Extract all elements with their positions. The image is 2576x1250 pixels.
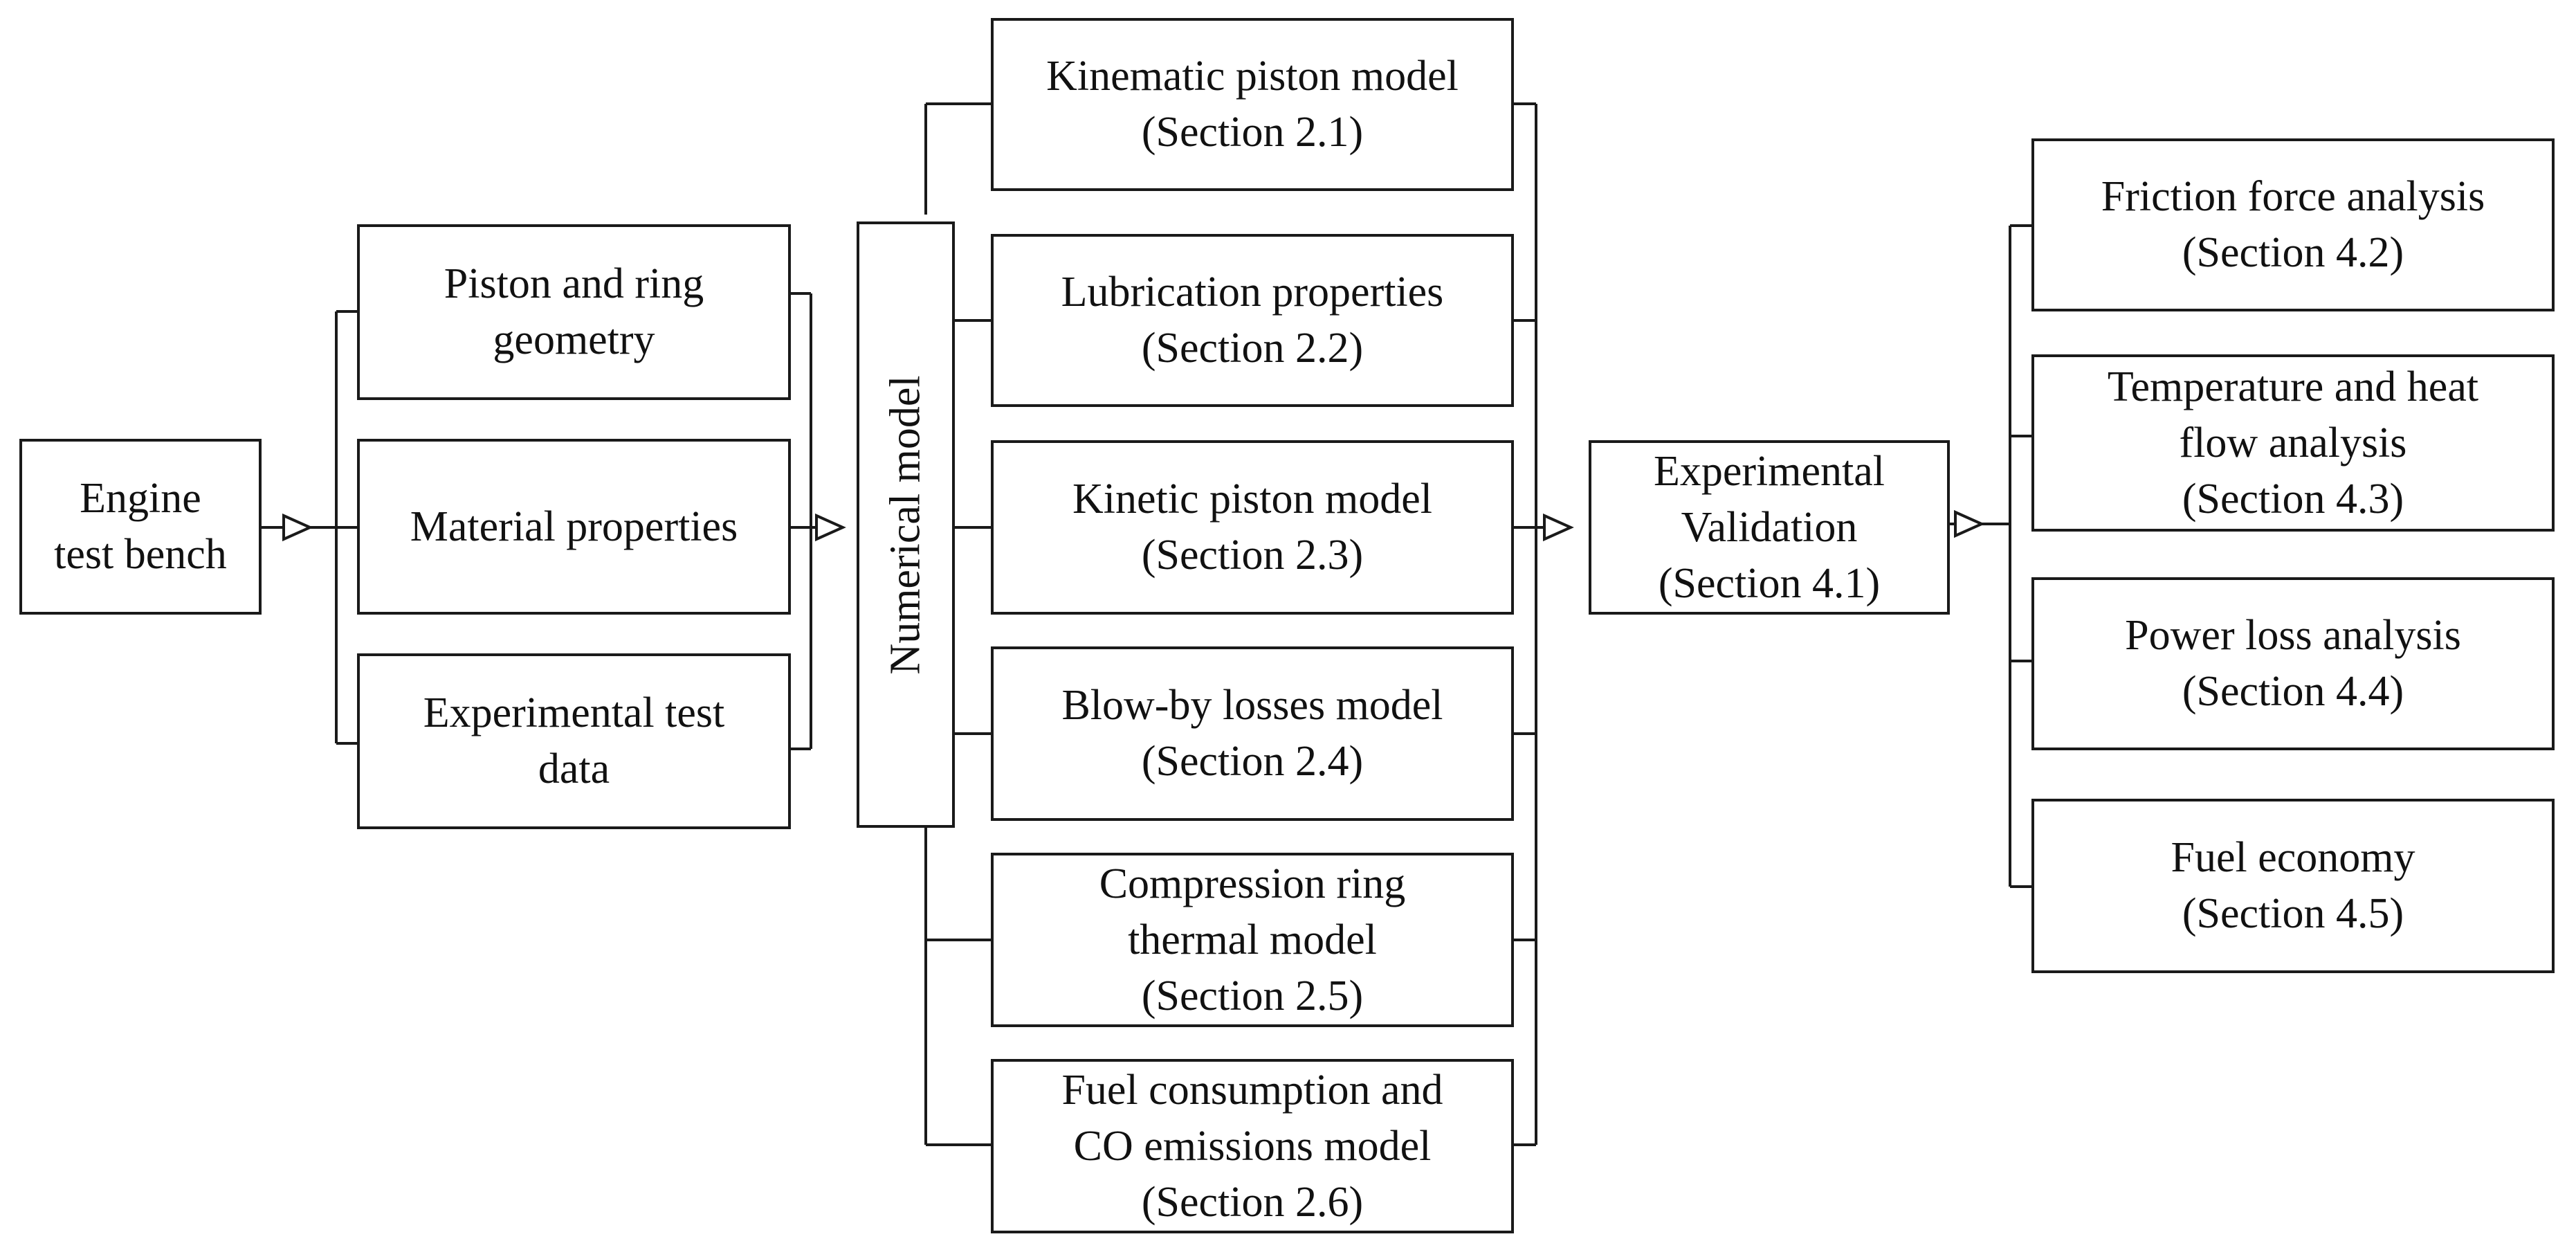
arrowhead-to-inputs xyxy=(282,513,313,542)
node-lubrication-properties: Lubrication properties(Section 2.2) xyxy=(991,234,1514,407)
arrowhead-to-analyses xyxy=(1954,509,1985,538)
arrowhead-to-validation xyxy=(1543,513,1574,542)
node-fuel-economy: Fuel economy(Section 4.5) xyxy=(2031,799,2555,973)
arrowhead-to-numerical-model xyxy=(815,513,846,542)
node-kinematic-piston-model: Kinematic piston model(Section 2.1) xyxy=(991,18,1514,191)
node-blow-by-losses-model: Blow-by losses model(Section 2.4) xyxy=(991,646,1514,821)
node-kinetic-piston-model: Kinetic piston model(Section 2.3) xyxy=(991,440,1514,615)
node-friction-force-analysis: Friction force analysis(Section 4.2) xyxy=(2031,138,2555,311)
node-numerical-model: Numerical model xyxy=(857,221,955,828)
node-material-properties: Material properties xyxy=(357,439,791,615)
node-power-loss-analysis: Power loss analysis(Section 4.4) xyxy=(2031,577,2555,750)
